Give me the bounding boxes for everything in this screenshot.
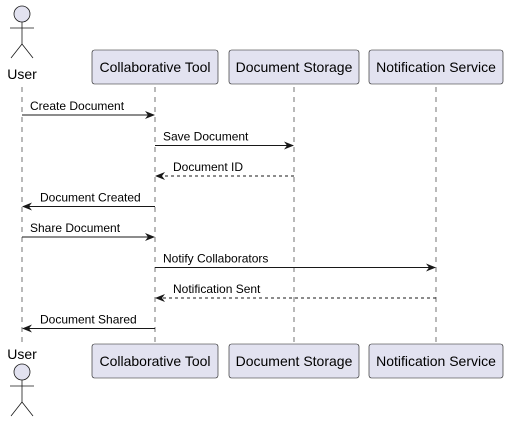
message-label-3: Document ID <box>173 160 243 174</box>
participant-label-tool-bottom: Collaborative Tool <box>99 353 210 369</box>
actor-leg-left <box>10 401 23 417</box>
participant-box-storage-top <box>228 49 360 85</box>
message-label-6: Notify Collaborators <box>163 252 268 266</box>
actor-head <box>13 5 31 23</box>
message-label-4: Document Created <box>40 191 141 205</box>
message-label-1: Create Document <box>30 99 125 113</box>
message-label-2: Save Document <box>163 130 249 144</box>
actor-leg-right <box>21 401 34 417</box>
participant-label-user-bottom: User <box>7 346 37 362</box>
participant-label-user-top: User <box>7 66 37 82</box>
participant-label-storage-top: Document Storage <box>236 59 353 75</box>
participant-box-storage-bottom <box>228 343 360 379</box>
actor-leg-left <box>10 43 23 59</box>
message-label-7: Notification Sent <box>173 282 261 296</box>
actor-figure-top <box>10 5 34 59</box>
participant-box-tool-bottom <box>91 343 219 379</box>
participant-box-notify-bottom <box>368 343 504 379</box>
actor-figure-bottom <box>10 363 34 417</box>
actor-leg-right <box>21 43 34 59</box>
participant-label-notify-bottom: Notification Service <box>376 353 496 369</box>
message-label-8: Document Shared <box>40 313 137 327</box>
actor-head <box>13 363 31 381</box>
participant-label-tool-top: Collaborative Tool <box>99 59 210 75</box>
participant-label-storage-bottom: Document Storage <box>236 353 353 369</box>
participant-box-tool-top <box>91 49 219 85</box>
participant-box-notify-top <box>368 49 504 85</box>
participant-label-notify-top: Notification Service <box>376 59 496 75</box>
message-label-5: Share Document <box>30 221 121 235</box>
